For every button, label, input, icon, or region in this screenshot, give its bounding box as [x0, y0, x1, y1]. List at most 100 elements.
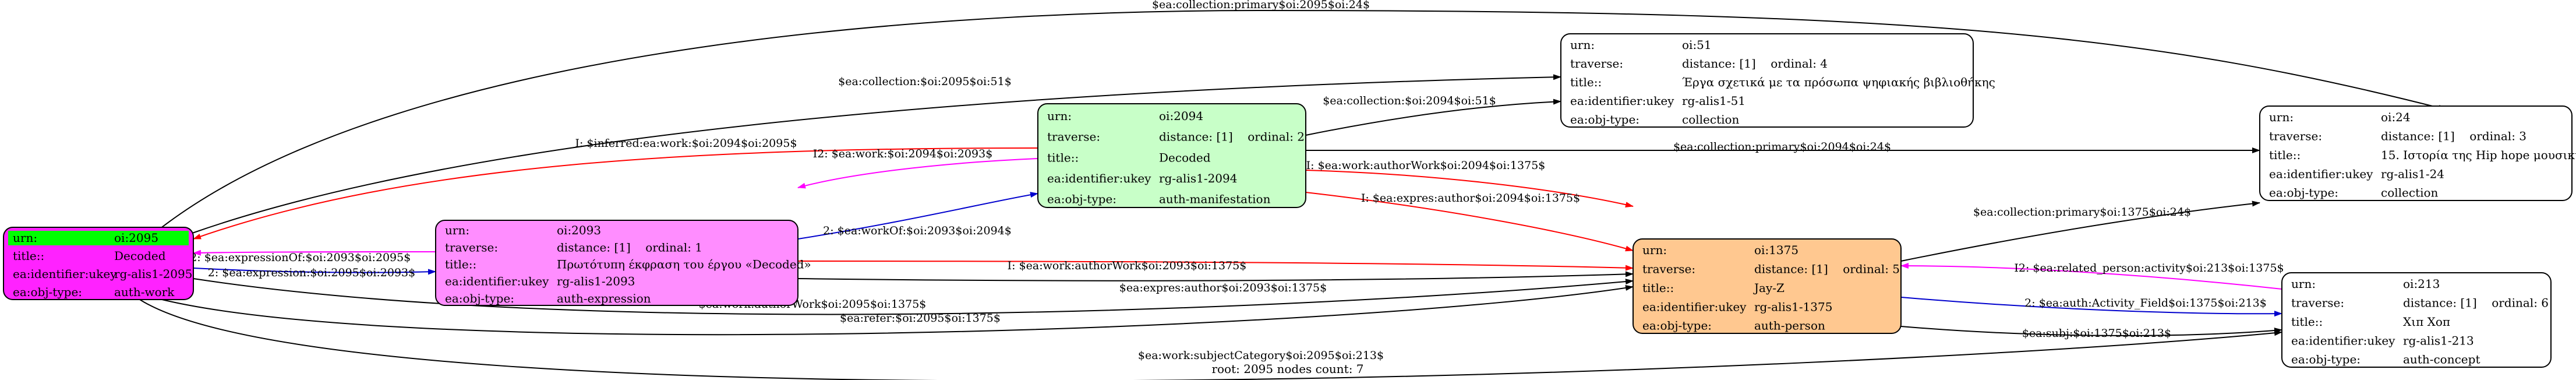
node-oi-2093-key-0: urn:	[445, 223, 469, 237]
node-oi-213-key-4: ea:obj-type:	[2291, 353, 2361, 367]
edge-3	[193, 147, 1038, 240]
node-oi-51-value-3: rg-alis1-51	[1682, 94, 1745, 108]
edge-label-20: $ea:subj:$oi:1375$oi:213$	[2022, 327, 2171, 340]
node-oi-1375-value-0: oi:1375	[1754, 243, 1798, 257]
node-oi-1375-box	[1632, 238, 1902, 334]
edge-18	[1900, 263, 2282, 290]
node-oi-1375-key-2: title::	[1642, 281, 1674, 295]
node-oi-2093-key-1: traverse:	[445, 240, 498, 254]
node-oi-51-value-2: Έργα σχετικά με τα πρόσωπα ψηφιακής βιβλ…	[1682, 75, 1995, 89]
node-oi-24-key-2: title::	[2269, 148, 2301, 162]
node-oi-2094-key-2: title::	[1047, 150, 1079, 164]
edge-16	[139, 299, 2282, 380]
edge-17	[1900, 200, 2260, 262]
node-oi-2095-key-0: urn:	[13, 231, 37, 245]
node-oi-213-value-3: rg-alis1-213	[2403, 333, 2474, 347]
node-oi-2095-value-3: auth-work	[114, 285, 175, 299]
edge-label-3: I: $inferred:ea:work:$oi:2094$oi:2095$	[575, 137, 797, 150]
node-oi-213-key-1: traverse:	[2291, 295, 2344, 309]
node-oi-51-value-4: collection	[1682, 112, 1740, 126]
node-oi-213-value-4: auth-concept	[2403, 353, 2480, 367]
edge-15	[157, 285, 1634, 336]
edge-14	[193, 278, 1634, 315]
node-oi-2095[interactable]: urn:oi:2095title::Decodedea:identifier:u…	[3, 227, 194, 300]
edge-2	[192, 74, 1561, 234]
node-oi-2095-value-0: oi:2095	[114, 231, 158, 245]
node-oi-2094-key-4: ea:obj-type:	[1047, 192, 1116, 206]
edge-label-2: $ea:collection:$oi:2095$oi:51$	[838, 75, 1012, 88]
edge-label-16: $ea:work:subjectCategory$oi:2095$oi:213$	[1138, 349, 1384, 362]
node-oi-51[interactable]: urn: oi:51 traverse: distance: [1] ordinal:…	[1560, 33, 1995, 128]
node-oi-2095-value-2: rg-alis1-2095	[114, 267, 192, 281]
node-oi-1375-key-4: ea:obj-type:	[1642, 319, 1712, 333]
node-oi-51-key-0: urn:	[1570, 38, 1595, 52]
node-oi-2093-value-2: Πρωτότυπη έκφραση του έργου «Decoded»	[557, 258, 811, 272]
edge-8	[1305, 192, 1634, 252]
edge-6	[1305, 147, 2260, 154]
edge-label-19: 2: $ea:auth:Activity_Field$oi:1375$oi:21…	[2024, 297, 2267, 309]
node-oi-24-value-4: collection	[2381, 186, 2439, 200]
edge-11	[193, 268, 436, 275]
node-oi-2094-key-3: ea:identifier:ukey	[1047, 171, 1151, 185]
node-oi-2094-box	[1037, 103, 1306, 208]
edge-label-18: I2: $ea:related_person:activity$oi:213$o…	[2014, 262, 2284, 275]
node-oi-24-value-3: rg-alis1-24	[2381, 167, 2444, 181]
node-oi-51-value-1: distance: [1] ordinal: 4	[1682, 57, 1828, 71]
node-oi-1375-value-1: distance: [1] ordinal: 5	[1754, 262, 1900, 276]
node-oi-2095-value-1: Decoded	[114, 249, 166, 263]
edge-10	[193, 249, 436, 256]
node-oi-2093[interactable]: urn: oi:2093 traverse: distance: [1] ordina…	[435, 220, 811, 306]
node-oi-2094-key-0: urn:	[1047, 109, 1072, 123]
edge-label-12: I: $ea:work:authorWork$oi:2093$oi:1375$	[1008, 259, 1247, 272]
node-oi-2094-value-2: Decoded	[1159, 150, 1211, 164]
edge-label-15: $ea:refer:$oi:2095$oi:1375$	[840, 312, 1001, 325]
node-oi-24-key-0: urn:	[2269, 110, 2294, 124]
edge-7	[1305, 170, 1634, 207]
node-oi-2095-key-3: ea:obj-type:	[13, 285, 82, 299]
edge-label-1: $ea:collection:primary$oi:2095$oi:24$	[1152, 0, 1370, 11]
node-oi-1375-value-4: auth-person	[1754, 319, 1825, 333]
edge-label-13: $ea:expres:author$oi:2093$oi:1375$	[1119, 282, 1327, 294]
edge-label-5: $ea:collection:$oi:2094$oi:51$	[1323, 94, 1496, 107]
node-oi-2093-key-4: ea:obj-type:	[445, 291, 514, 305]
node-oi-1375-value-2: Jay-Z	[1753, 281, 1785, 295]
node-oi-24-value-2: 15. Ιστορία της Hip hope μουσικής	[2381, 148, 2576, 162]
node-oi-213-value-0: oi:213	[2403, 277, 2440, 291]
edges-layer: $ea:collection:primary$oi:2095$oi:24$ $ea…	[139, 0, 2447, 380]
node-oi-2094-value-0: oi:2094	[1159, 109, 1203, 123]
node-oi-2093-key-3: ea:identifier:ukey	[445, 275, 549, 288]
edge-label-6: $ea:collection:primary$oi:2094$oi:24$	[1673, 140, 1891, 153]
node-oi-51-value-0: oi:51	[1682, 38, 1712, 52]
node-oi-2094-value-3: rg-alis1-2094	[1159, 171, 1237, 185]
edge-1	[157, 9, 2447, 231]
node-oi-24-key-3: ea:identifier:ukey	[2269, 167, 2373, 181]
node-oi-24-value-1: distance: [1] ordinal: 3	[2381, 129, 2526, 143]
node-oi-2093-box	[435, 220, 798, 306]
node-oi-2094-key-1: traverse:	[1047, 130, 1100, 144]
node-oi-51-key-1: traverse:	[1570, 57, 1623, 71]
edge-19	[1900, 297, 2282, 317]
node-oi-2093-value-4: auth-expression	[557, 291, 651, 305]
node-oi-2093-value-0: oi:2093	[557, 223, 601, 237]
node-oi-24-box	[2259, 105, 2573, 201]
edge-9	[797, 192, 1038, 240]
edge-label-9: 2: $ea:workOf:$oi:2093$oi:2094$	[823, 224, 1012, 237]
edge-label-8: I: $ea:expres:author$oi:2094$oi:1375$	[1361, 192, 1580, 205]
node-oi-2093-value-1: distance: [1] ordinal: 1	[557, 240, 702, 254]
node-oi-1375-value-3: rg-alis1-1375	[1754, 300, 1832, 314]
edge-label-10: I2: $ea:expressionOf:$oi:2093$oi:2095$	[186, 251, 411, 264]
edge-label-17: $ea:collection:primary$oi:1375$oi:24$	[1973, 206, 2191, 219]
node-oi-213-key-2: title::	[2291, 315, 2323, 329]
edge-13	[797, 271, 1634, 282]
edge-12	[797, 261, 1634, 271]
node-oi-24-key-4: ea:obj-type:	[2269, 186, 2338, 200]
node-oi-51-key-4: ea:obj-type:	[1570, 112, 1639, 126]
edge-label-7: I: $ea:work:authorWork$oi:2094$oi:1375$	[1306, 159, 1546, 172]
node-oi-1375-key-3: ea:identifier:ukey	[1642, 300, 1747, 314]
node-oi-1375-key-0: urn:	[1642, 243, 1667, 257]
